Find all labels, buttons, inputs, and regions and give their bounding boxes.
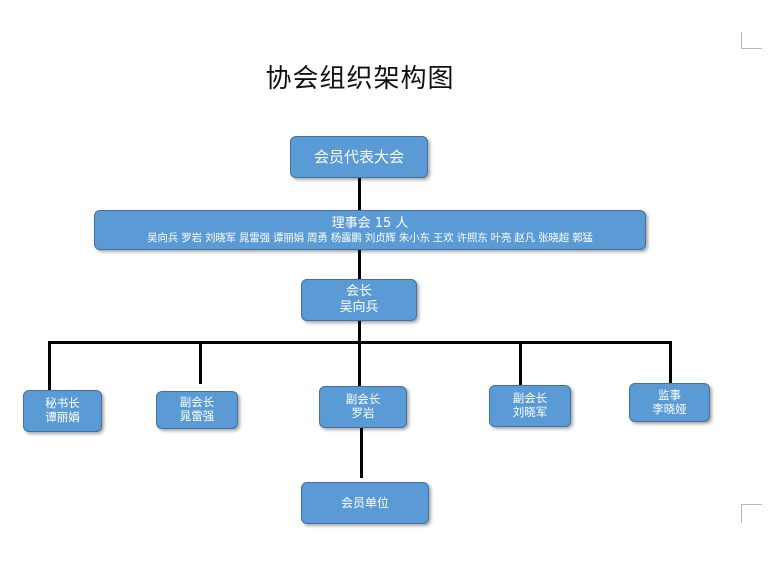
node-secretary-name: 谭丽娟 (45, 410, 80, 424)
node-supervisor-name: 李晓娅 (652, 401, 687, 416)
node-vice-president-2: 副会长 罗岩 (319, 386, 407, 428)
node-vp3-role: 副会长 (512, 391, 548, 406)
node-vp1-role: 副会长 (179, 395, 215, 410)
node-vice-president-1: 副会长 晁雷强 (156, 391, 238, 429)
node-vice-president-3: 副会长 刘晓军 (489, 385, 571, 427)
connector-vp2-members (360, 428, 363, 478)
node-supervisor: 监事 李晓娅 (629, 383, 710, 422)
connector-bus-secretary (48, 341, 51, 390)
node-president-name: 吴向兵 (339, 300, 379, 315)
node-member-units: 会员单位 (301, 482, 429, 524)
node-secretary-general: 秘书长 谭丽娟 (23, 390, 102, 432)
node-member-units-label: 会员单位 (340, 495, 389, 510)
node-council: 理事会 15 人 吴向兵 罗岩 刘晓军 晁雷强 谭丽娟 周勇 杨露鹏 刘贞辉 朱… (94, 210, 646, 250)
connector-bus-supervisor (669, 341, 672, 383)
node-supervisor-role: 监事 (658, 387, 681, 402)
node-member-assembly: 会员代表大会 (290, 136, 428, 178)
connector-president-bus (358, 321, 361, 343)
connector-bus-vp3 (519, 341, 522, 385)
page-corner-top-right (741, 32, 762, 49)
node-vp1-name: 晁雷强 (179, 409, 215, 423)
node-secretary-role: 秘书长 (45, 396, 80, 411)
node-vp2-role: 副会长 (345, 392, 381, 407)
node-vp3-name: 刘晓军 (512, 405, 548, 419)
node-council-title: 理事会 15 人 (331, 215, 409, 231)
page-corner-bottom-right (741, 504, 762, 523)
node-president: 会长 吴向兵 (301, 279, 417, 321)
connector-assembly-council (358, 178, 361, 210)
connector-bus-vp2 (358, 341, 361, 387)
node-vp2-name: 罗岩 (351, 406, 375, 420)
connector-bus-vp1 (199, 344, 202, 384)
node-council-members: 吴向兵 罗岩 刘晓军 晁雷强 谭丽娟 周勇 杨露鹏 刘贞辉 朱小东 王欢 许照东… (147, 231, 593, 244)
node-member-assembly-label: 会员代表大会 (313, 148, 404, 166)
node-president-role: 会长 (345, 284, 372, 300)
connector-council-president (358, 250, 361, 280)
page-title: 协会组织架构图 (265, 64, 455, 94)
